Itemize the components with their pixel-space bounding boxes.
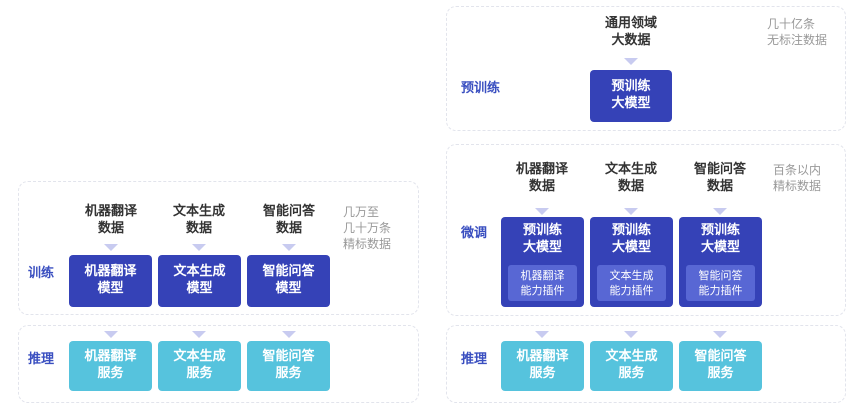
right-pretrain-stage-label: 预训练 — [461, 81, 501, 96]
left-service-mt: 机器翻译 服务 — [69, 341, 152, 391]
right-finetune-model-mt: 预训练 大模型 机器翻译 能力插件 — [501, 217, 584, 307]
left-service-qa: 智能问答 服务 — [247, 341, 330, 391]
right-plugin-qa: 智能问答 能力插件 — [686, 265, 755, 301]
right-pretrain-arrow — [624, 58, 638, 65]
left-train-data-mt: 机器翻译 数据 — [84, 204, 137, 236]
right-finetune-note: 百条以内 精标数据 — [773, 163, 822, 193]
left-train-data-qa: 智能问答 数据 — [262, 204, 315, 236]
left-model-qa: 智能问答 模型 — [247, 255, 330, 307]
right-service-tg: 文本生成 服务 — [590, 341, 673, 391]
left-train-stage-label: 训练 — [28, 266, 55, 281]
left-infer-stage-label: 推理 — [28, 352, 55, 367]
right-finetune-arrow-mt — [535, 208, 549, 215]
left-train-arrow-qa — [282, 244, 296, 251]
right-finetune-data-tg: 文本生成 数据 — [604, 162, 657, 194]
left-train-arrow-mt — [104, 244, 118, 251]
right-pretrain-note: 几十亿条 无标注数据 — [767, 17, 828, 47]
right-finetune-model-qa: 预训练 大模型 智能问答 能力插件 — [679, 217, 762, 307]
right-service-mt: 机器翻译 服务 — [501, 341, 584, 391]
right-plugin-tg: 文本生成 能力插件 — [597, 265, 666, 301]
right-infer-arrow-qa — [713, 331, 727, 338]
right-finetune-model-tg: 预训练 大模型 文本生成 能力插件 — [590, 217, 673, 307]
right-infer-stage-label: 推理 — [461, 352, 488, 367]
right-finetune-arrow-tg — [624, 208, 638, 215]
right-infer-arrow-tg — [624, 331, 638, 338]
right-finetune-data-mt: 机器翻译 数据 — [515, 162, 568, 194]
left-train-data-tg: 文本生成 数据 — [172, 204, 225, 236]
right-finetune-data-qa: 智能问答 数据 — [693, 162, 746, 194]
left-infer-arrow-tg — [192, 331, 206, 338]
right-pretrain-panel — [446, 6, 846, 131]
left-train-note: 几万至 几十万条 精标数据 — [343, 205, 392, 251]
left-model-mt: 机器翻译 模型 — [69, 255, 152, 307]
left-service-tg: 文本生成 服务 — [158, 341, 241, 391]
right-finetune-stage-label: 微调 — [461, 226, 488, 241]
right-infer-arrow-mt — [535, 331, 549, 338]
right-pretrain-model: 预训练 大模型 — [590, 70, 672, 122]
right-pretrain-data: 通用领域 大数据 — [604, 16, 657, 48]
right-plugin-mt: 机器翻译 能力插件 — [508, 265, 577, 301]
left-infer-arrow-qa — [282, 331, 296, 338]
right-finetune-arrow-qa — [713, 208, 727, 215]
left-model-tg: 文本生成 模型 — [158, 255, 241, 307]
left-infer-arrow-mt — [104, 331, 118, 338]
left-train-arrow-tg — [192, 244, 206, 251]
right-service-qa: 智能问答 服务 — [679, 341, 762, 391]
